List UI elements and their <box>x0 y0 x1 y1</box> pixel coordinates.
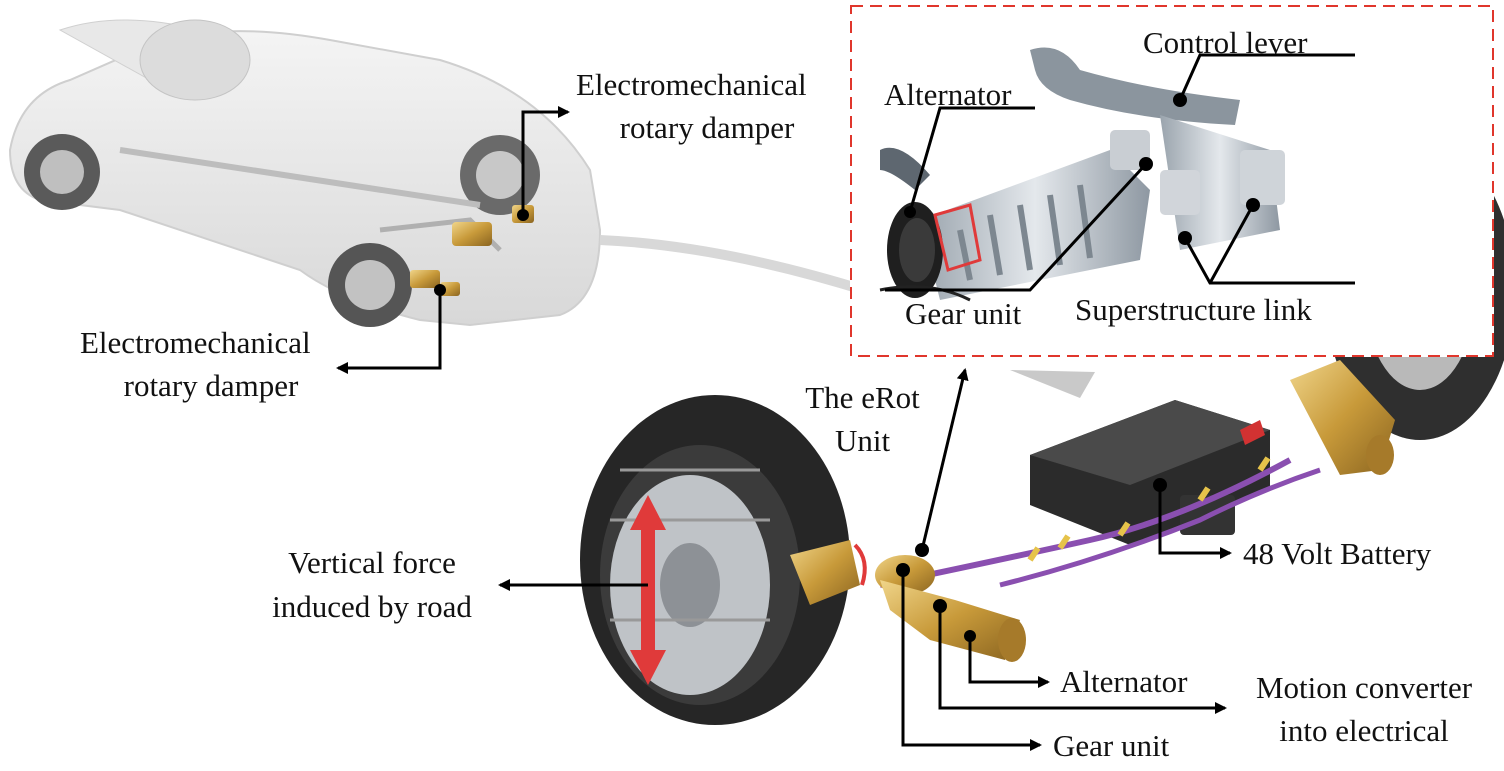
leader-inset-alternator <box>908 106 1035 213</box>
erot-unit-illustration <box>790 360 1395 662</box>
leader-gear-unit <box>901 570 1042 751</box>
label-erot-line1: The eRot <box>805 380 920 415</box>
leader-alternator <box>968 636 1050 688</box>
car-cutaway-illustration <box>8 19 872 327</box>
inset-label-superstructure-link: Superstructure link <box>1075 292 1312 327</box>
label-motion-converter-line1: Motion converter <box>1255 670 1473 705</box>
label-48-volt-battery: 48 Volt Battery <box>1243 536 1432 571</box>
leader-motion-converter <box>938 606 1227 714</box>
label-top-damper-line1: Electromechanical <box>576 67 807 102</box>
leader-left-damper <box>336 290 442 374</box>
detail-inset-frame <box>850 5 1494 357</box>
battery-assembly-illustration <box>879 400 1321 588</box>
label-motion-converter-line2: into electrical <box>1279 713 1449 748</box>
label-vertical-force-line1: Vertical force <box>288 545 456 580</box>
flow-arrow-icon <box>1010 370 1095 398</box>
leader-battery <box>1158 485 1232 559</box>
label-gear-unit: Gear unit <box>1053 728 1170 763</box>
label-vertical-force-line2: induced by road <box>272 589 472 624</box>
inset-label-alternator: Alternator <box>884 77 1012 112</box>
inset-label-control-lever: Control lever <box>1143 25 1308 60</box>
label-left-damper-line2: rotary damper <box>123 368 299 403</box>
label-left-damper-line1: Electromechanical <box>80 325 311 360</box>
leader-lines <box>336 53 1355 751</box>
label-top-damper-line2: rotary damper <box>619 110 795 145</box>
leader-control-lever <box>1178 53 1355 101</box>
leader-superstructure-link <box>1183 204 1355 285</box>
leader-erot-unit <box>920 368 969 551</box>
leader-top-damper <box>521 106 570 215</box>
vertical-force-arrow-icon <box>630 495 666 685</box>
label-erot-line2: Unit <box>834 423 891 458</box>
leader-dots <box>434 93 1260 642</box>
label-alternator: Alternator <box>1060 664 1188 699</box>
damper-detail-illustration <box>879 47 1285 302</box>
inset-label-gear-unit: Gear unit <box>905 296 1022 331</box>
leader-inset-gear-unit <box>885 162 1148 292</box>
